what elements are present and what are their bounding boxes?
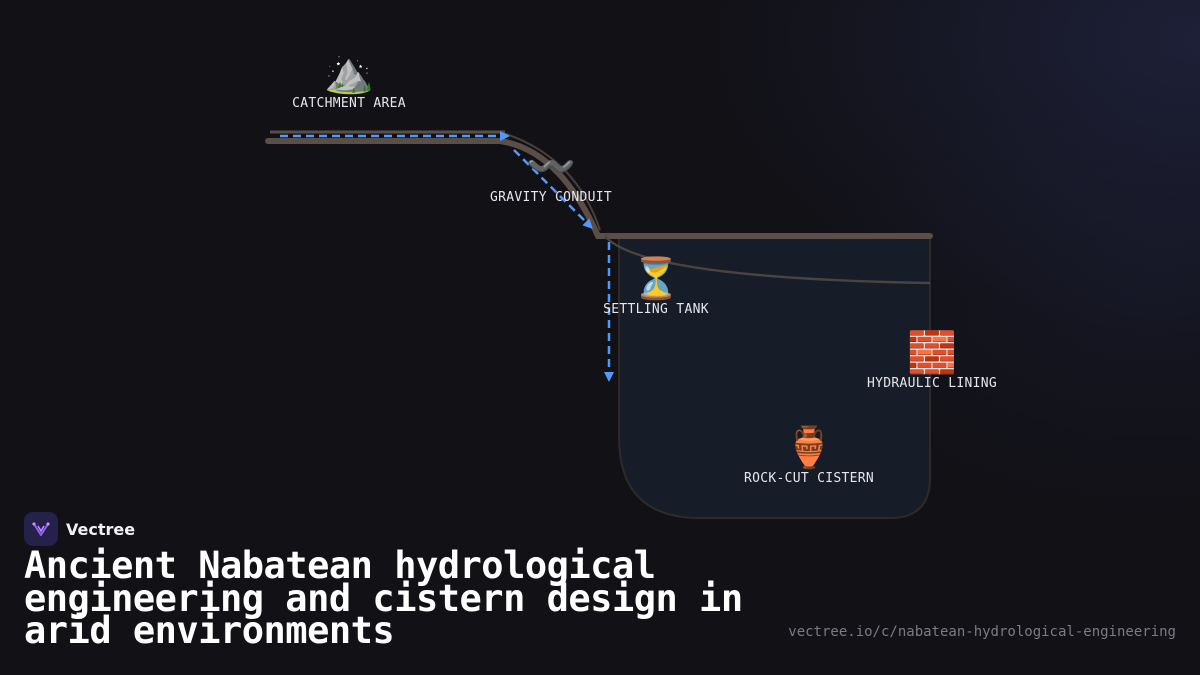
conduit-channel [265, 138, 933, 239]
brick-icon: 🧱 [907, 330, 957, 376]
vectree-logo-icon [24, 512, 58, 546]
gravity-conduit-label: GRAVITY CONDUIT [490, 190, 612, 205]
node-catchment-area: ⛰️ CATCHMENT AREA [279, 50, 419, 111]
brand[interactable]: Vectree [24, 512, 135, 546]
rock-cut-cistern-label: ROCK-CUT CISTERN [743, 471, 875, 486]
conduit-upper-curve [499, 131, 601, 231]
flow-arrow-conduit [513, 149, 593, 229]
page-title: Ancient Nabatean hydrological engineerin… [24, 544, 743, 652]
amphora-icon: 🏺 [784, 425, 834, 471]
settling-tank-label: SETTLING TANK [603, 302, 709, 317]
catchment-area-label: CATCHMENT AREA [292, 96, 406, 111]
mountain-icon: ⛰️ [324, 50, 374, 96]
brand-name: Vectree [66, 519, 136, 539]
hydraulic-lining-label: HYDRAULIC LINING [866, 376, 998, 391]
wavy-line-icon: 〰️ [526, 144, 576, 190]
hourglass-icon: ⏳ [631, 256, 681, 302]
node-rock-cut-cistern: 🏺 ROCK-CUT CISTERN [734, 425, 884, 486]
source-url[interactable]: vectree.io/c/nabatean-hydrological-engin… [788, 624, 1176, 640]
cistern-water-level [604, 235, 931, 285]
cistern-basin [618, 235, 931, 519]
node-settling-tank: ⏳ SETTLING TANK [591, 256, 721, 317]
node-gravity-conduit: 〰️ GRAVITY CONDUIT [476, 144, 626, 205]
node-hydraulic-lining: 🧱 HYDRAULIC LINING [858, 330, 1006, 391]
